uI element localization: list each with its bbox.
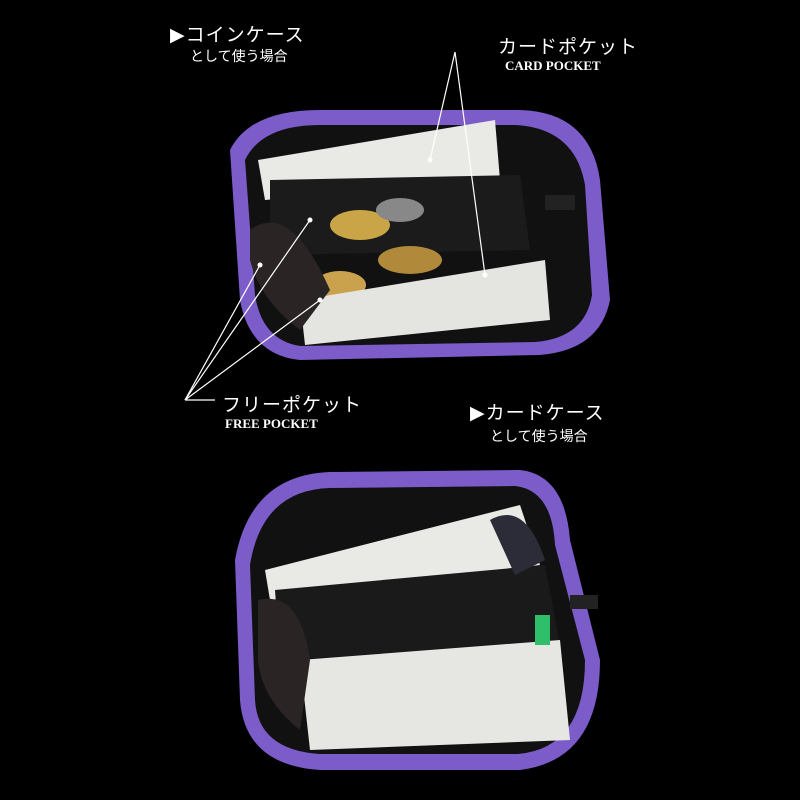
card-case-subtitle: として使う場合 [490, 429, 588, 445]
callout-lines [184, 51, 486, 401]
card-pocket-subtitle: CARD POCKET [505, 58, 601, 73]
wallet-card-case [235, 470, 600, 770]
coin-case-title: ▶コインケース [170, 24, 305, 46]
coin-case-subtitle: として使う場合 [190, 49, 288, 65]
card-pocket-title: カードポケット [498, 36, 639, 58]
free-pocket-subtitle: FREE POCKET [225, 416, 318, 431]
card-case-title: ▶カードケース [470, 402, 605, 424]
free-pocket-title: フリーポケット [222, 394, 363, 416]
wallet-coin-case [230, 110, 610, 360]
